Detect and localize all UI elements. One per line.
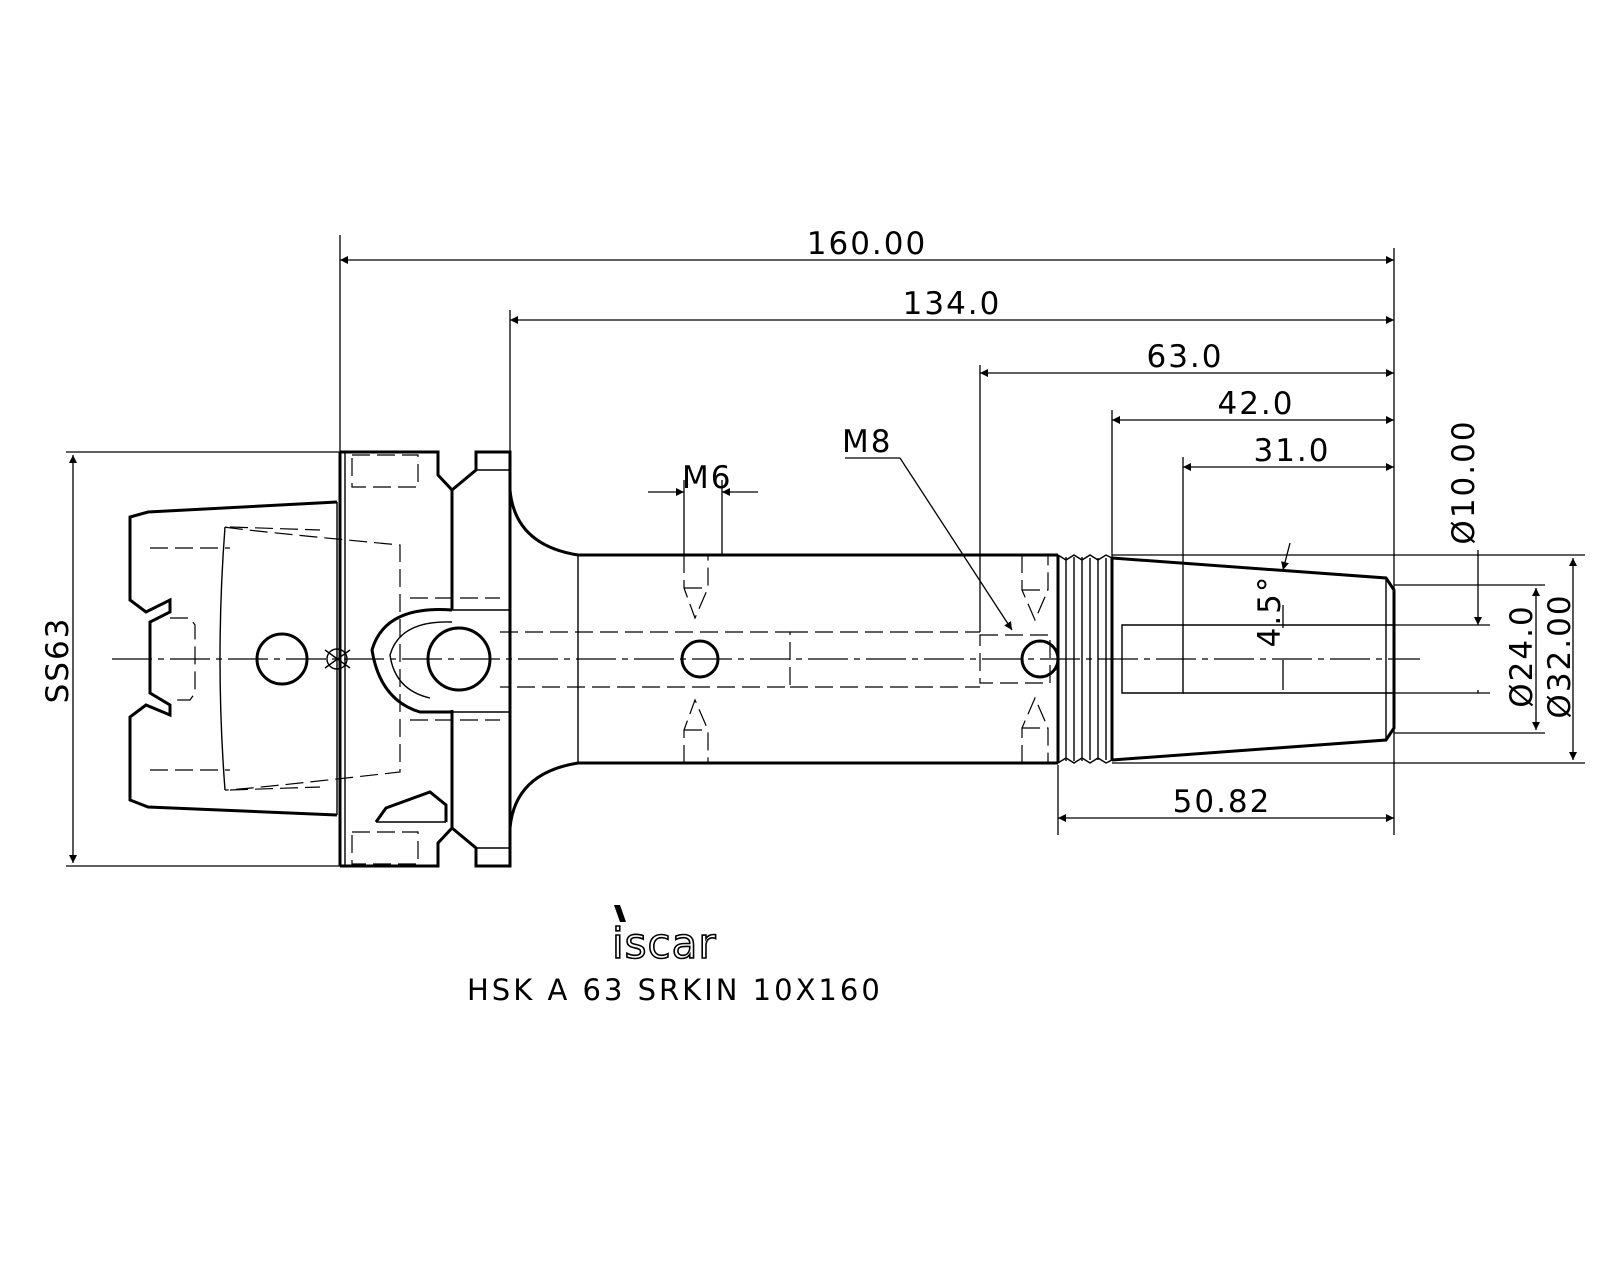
iscar-logo: iscar bbox=[611, 905, 717, 969]
dim-dia-32: Ø32.00 bbox=[1542, 593, 1578, 718]
dim-42: 42.0 bbox=[1217, 386, 1294, 422]
dim-63: 63.0 bbox=[1146, 339, 1223, 375]
label-m6: M6 bbox=[682, 460, 732, 496]
label-m8: M8 bbox=[842, 424, 892, 460]
logo-text: iscar bbox=[612, 919, 717, 968]
dim-dia-10: Ø10.00 bbox=[1446, 419, 1482, 544]
flange-bore bbox=[426, 626, 492, 692]
dim-160: 160.00 bbox=[807, 226, 927, 262]
dim-134: 134.0 bbox=[903, 286, 1002, 322]
dim-dia-24: Ø24.0 bbox=[1504, 604, 1540, 707]
thread-section bbox=[1056, 554, 1114, 764]
m6-hole bbox=[680, 639, 720, 679]
dim-angle: 4.5° bbox=[1252, 575, 1288, 648]
flange bbox=[338, 450, 512, 868]
dim-ss63: SS63 bbox=[40, 617, 76, 704]
product-designation: HSK A 63 SRKIN 10X160 bbox=[467, 973, 883, 1007]
hsk-shank bbox=[128, 500, 401, 817]
shank-cross-hole bbox=[255, 632, 309, 686]
dim-31: 31.0 bbox=[1253, 433, 1330, 469]
dim-50: 50.82 bbox=[1173, 784, 1272, 820]
coolant-screw bbox=[326, 648, 348, 670]
dimension-lines bbox=[66, 235, 1585, 867]
